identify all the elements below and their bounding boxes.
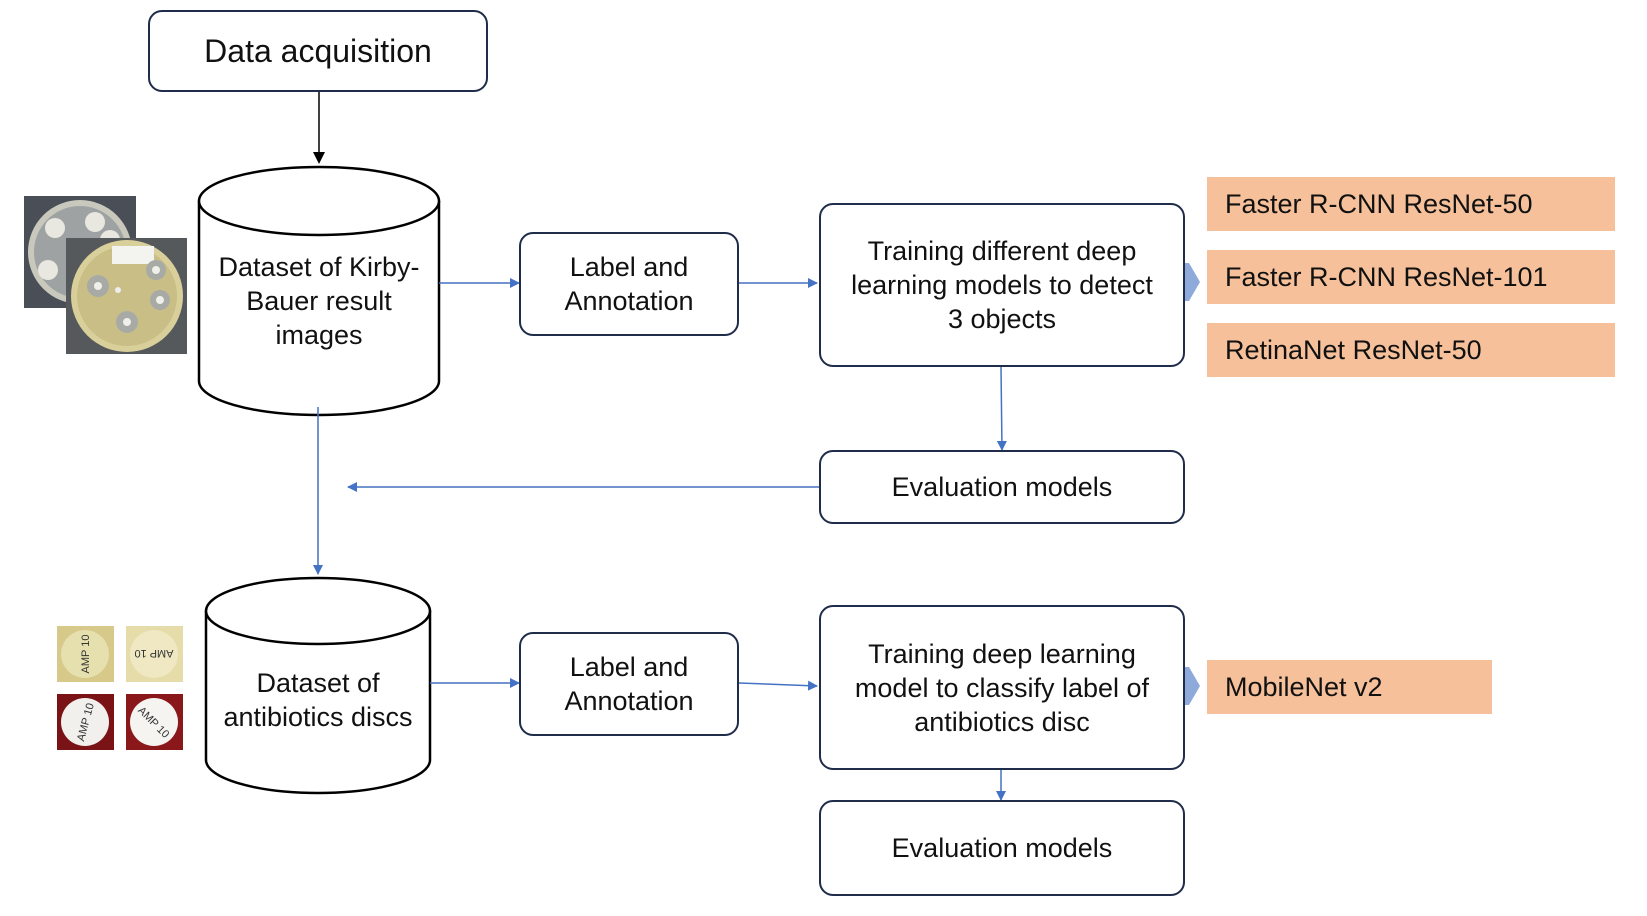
disc-label: AMP 10	[80, 635, 92, 674]
petri-dish-photos	[24, 196, 187, 354]
node-label: Training different deep learning models …	[851, 236, 1153, 334]
disc-thumbnails	[57, 626, 183, 750]
model-faster-rcnn-resnet101: Faster R-CNN ResNet-101	[1207, 250, 1615, 304]
disc-label: AMP 10	[135, 647, 174, 659]
node-data-acquisition: Data acquisition	[148, 10, 488, 92]
model-label: Faster R-CNN ResNet-50	[1225, 188, 1533, 219]
cylinder-kirby-bauer	[197, 165, 441, 417]
node-label: Label and Annotation	[564, 652, 694, 716]
cylinder-antibiotics-discs	[204, 576, 432, 795]
node-label: Dataset of antibiotics discs	[223, 668, 413, 732]
node-dataset-discs: Dataset of antibiotics discs	[210, 660, 426, 740]
arrow-training-to-evaluation	[996, 366, 1007, 451]
node-evaluation-1: Evaluation models	[819, 450, 1185, 524]
node-label: Training deep learning model to classify…	[854, 638, 1150, 737]
node-label: Evaluation models	[891, 472, 1113, 502]
node-label: Label and Annotation	[564, 252, 694, 316]
chevron-arrow	[1181, 667, 1200, 705]
arrow-label-to-classify	[738, 680, 818, 691]
node-label: Dataset of Kirby-Bauer result images	[218, 252, 420, 350]
model-label: Faster R-CNN ResNet-101	[1225, 261, 1548, 292]
node-label-annotation-2: Label and Annotation	[519, 632, 739, 736]
model-retinanet-resnet50: RetinaNet ResNet-50	[1207, 323, 1615, 377]
model-mobilenet-v2: MobileNet v2	[1207, 660, 1492, 714]
model-label: MobileNet v2	[1225, 671, 1383, 702]
node-dataset-kirby-bauer: Dataset of Kirby-Bauer result images	[204, 246, 434, 356]
node-training-detect: Training different deep learning models …	[819, 203, 1185, 367]
disc-thumbnail-labels: AMP 10 AMP 10 AMP 10 AMP 10	[75, 635, 173, 743]
model-label: RetinaNet ResNet-50	[1225, 334, 1482, 365]
chevron-arrow	[1181, 263, 1200, 301]
node-training-classify: Training deep learning model to classify…	[819, 605, 1185, 770]
node-label: Evaluation models	[891, 833, 1113, 863]
node-label: Data acquisition	[204, 33, 432, 69]
node-label-annotation-1: Label and Annotation	[519, 232, 739, 336]
node-evaluation-2: Evaluation models	[819, 800, 1185, 896]
model-faster-rcnn-resnet50: Faster R-CNN ResNet-50	[1207, 177, 1615, 231]
